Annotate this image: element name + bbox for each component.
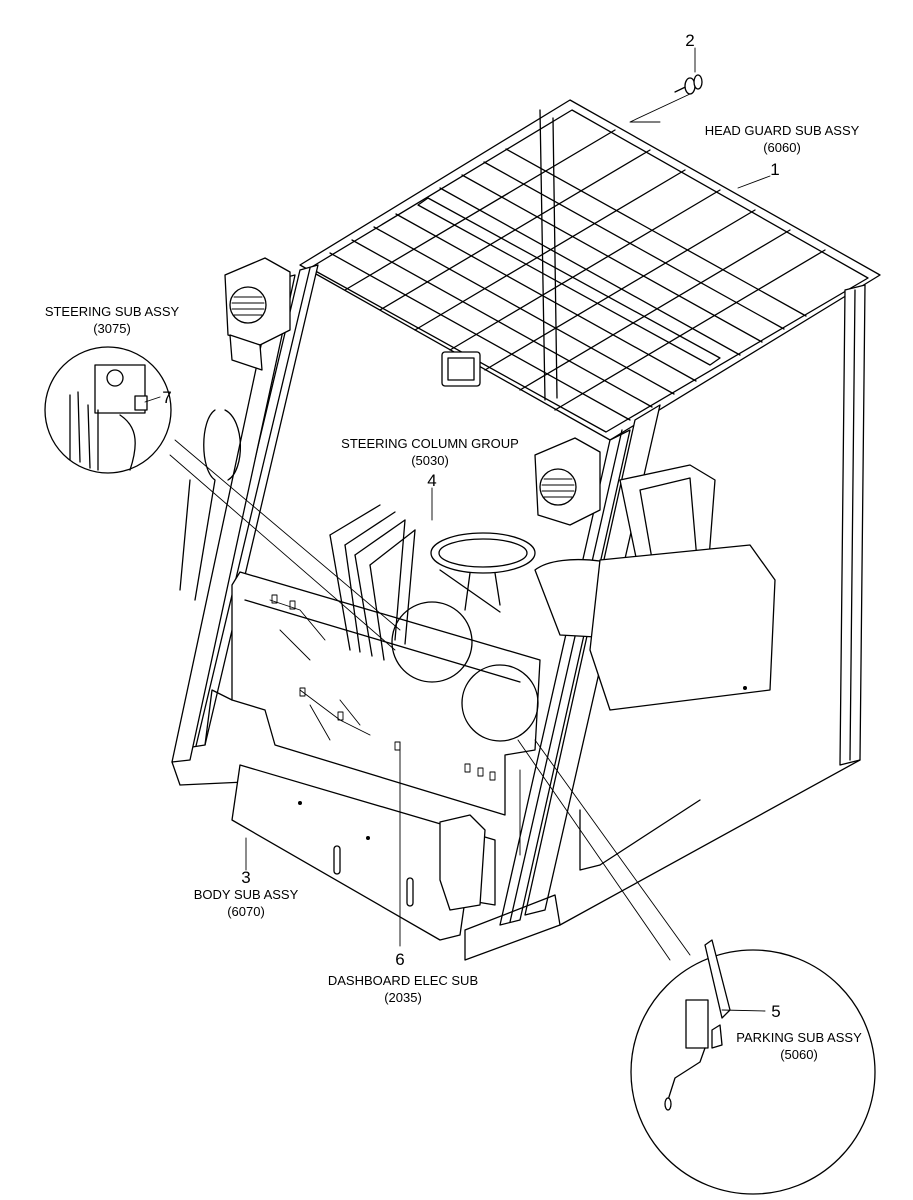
hydraulic-hoses — [329, 504, 416, 661]
body-code: (6070) — [227, 904, 265, 919]
head-guard-number: 1 — [770, 160, 779, 179]
steering-column-number: 4 — [427, 471, 436, 490]
front-left-pillar — [171, 264, 319, 786]
bolt-part — [629, 74, 703, 123]
steering-number: 7 — [162, 388, 171, 407]
steering-label: STEERING SUB ASSY — [45, 304, 180, 319]
parking-code: (5060) — [780, 1047, 818, 1062]
parking-label: PARKING SUB ASSY — [736, 1030, 862, 1045]
body-number: 3 — [241, 868, 250, 887]
steering-code: (3075) — [93, 321, 131, 336]
steering-column-code: (5030) — [411, 453, 449, 468]
dashboard-elec-code: (2035) — [384, 990, 422, 1005]
hood — [589, 544, 776, 711]
dashboard-elec-number: 6 — [395, 950, 404, 969]
head-guard-label: HEAD GUARD SUB ASSY — [705, 123, 860, 138]
front-right-pillar — [499, 404, 661, 926]
parking-number: 5 — [771, 1002, 780, 1021]
mirror — [441, 351, 481, 387]
right-lamp — [534, 437, 601, 526]
leader-lines — [144, 47, 771, 1012]
parking-callout-ring — [461, 664, 539, 742]
left-lamp — [224, 257, 291, 371]
steering-inset — [44, 346, 172, 474]
body-plate — [231, 764, 496, 941]
dashboard-elec-label: DASHBOARD ELEC SUB — [328, 973, 478, 988]
steering-column-label: STEERING COLUMN GROUP — [341, 436, 519, 451]
head-guard-frame — [299, 99, 881, 766]
dashboard-panel — [204, 571, 541, 816]
parking-inset — [630, 939, 876, 1195]
grab-handle — [179, 409, 242, 601]
steering-wheel — [430, 532, 536, 613]
body-label: BODY SUB ASSY — [194, 887, 299, 902]
head-guard-code: (6060) — [763, 140, 801, 155]
wiring-harness — [269, 594, 521, 856]
steering-callout-ring — [391, 601, 473, 683]
bolt-number: 2 — [685, 31, 694, 50]
